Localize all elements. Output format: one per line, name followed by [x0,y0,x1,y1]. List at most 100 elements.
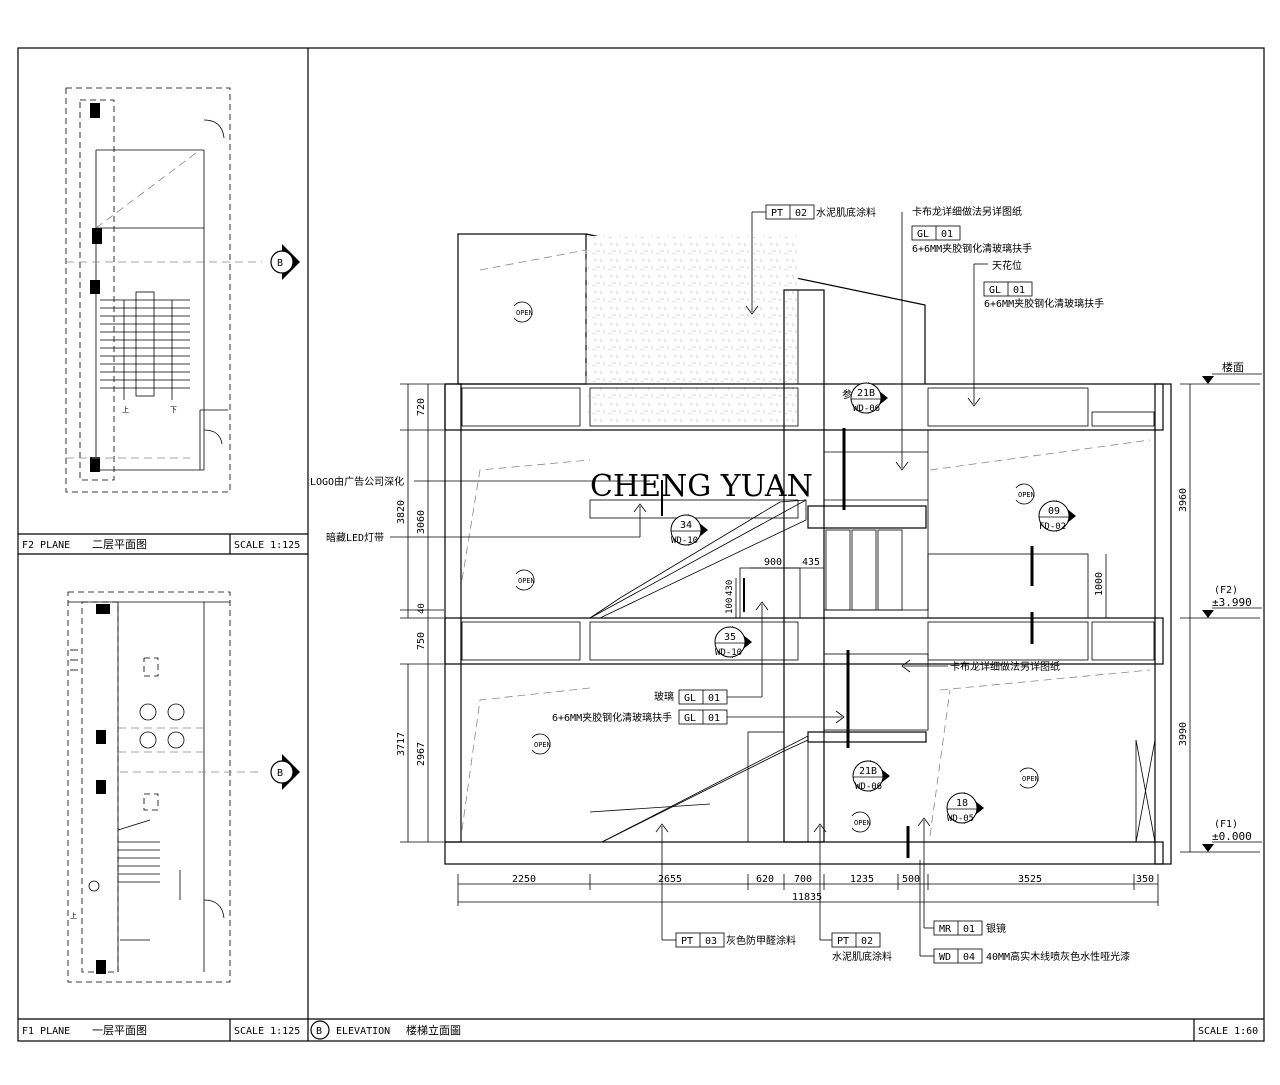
elevation-marker: B [316,1026,322,1037]
open-label: OPEN [518,577,535,585]
elevation-plane-label: ELEVATION [336,1026,390,1037]
dimension-chain-left: 720 3820 3060 40 750 3717 2967 [396,383,444,843]
detail-tag-18: 18 WD-05 [946,792,984,824]
open-label: OPEN [516,309,533,317]
section-marker-f2-label: B [277,258,283,269]
callout-code: PT [681,936,693,947]
dim-100: 100 [725,598,735,614]
f2-plan: 上 下 [65,87,262,493]
level-marker-f2: (F2) ±3.990 [1180,585,1262,619]
logo-note-text: LOGO由广告公司深化 [310,475,404,488]
callout-num: 03 [705,936,717,947]
detail-tag-34: 34 WD-10 [670,514,708,546]
elevation-title: 楼梯立面圖 [406,1023,461,1037]
open-label: OPEN [854,819,871,827]
callout-pt02-top: PT 02 水泥肌底涂料 [745,204,876,315]
callout-code: PT [837,936,849,947]
logo-text: CHENG YUAN [590,469,813,504]
f1-plane-label: F1 PLANE [22,1026,70,1037]
kabulong-top-text: 卡布龙详细做法另详图纸 [912,205,1022,218]
f2-scale: SCALE 1:125 [234,540,300,551]
detail-tag-21b-bottom: 21B WD-06 [852,760,890,792]
callout-desc: 水泥肌底涂料 [832,950,892,963]
level-f2-value: ±3.990 [1212,596,1252,609]
detail-tag-ref: WD-06 [853,404,880,414]
can-label: 参 [842,388,852,401]
dim-430: 430 [725,580,735,596]
detail-tag-ref: WD-10 [671,536,698,546]
level-marker-f1: (F1) ±0.000 [1180,819,1262,853]
callout-num: 01 [963,924,975,935]
dim-v-720: 720 [416,398,427,416]
callout-logo-note: LOGO由广告公司深化 [310,475,650,488]
callout-desc: 6+6MM夹胶钢化清玻璃扶手 [912,242,1032,255]
detail-tag-21b-top: 21B WD-06 [850,382,888,414]
f1-plane-title: 一层平面图 [92,1024,147,1037]
detail-tag-num: 21B [857,388,875,399]
callout-desc: 6+6MM夹胶钢化清玻璃扶手 [552,711,672,724]
callout-glass: 玻璃 GL 01 [654,601,769,705]
dim-h-350: 350 [1136,874,1154,885]
dim-v-3060: 3060 [416,510,427,534]
callout-desc: 灰色防甲醛涂料 [726,934,796,947]
dim-v-750: 750 [416,632,427,650]
detail-tag-num: 35 [724,632,736,643]
f2-plane-title: 二层平面图 [92,538,147,551]
dimension-chain-right: 3960 3990 1000 [1094,384,1191,852]
detail-tag-num: 34 [680,520,692,531]
dim-900: 900 [764,557,782,568]
f2-up-label: 上 [122,405,129,414]
open-swing-marks: OPEN OPEN OPEN OPEN OPEN OPEN [513,301,1039,833]
callout-num: 01 [1013,285,1025,296]
detail-tag-ref: WD-10 [715,648,742,658]
detail-tag-num: 21B [859,766,877,777]
kabulong-mid-text: 卡布龙详细做法另详图纸 [950,660,1060,673]
callout-num: 01 [708,693,720,704]
f2-plane-label: F2 PLANE [22,540,70,551]
sheet-frame [17,47,1265,1042]
dim-v-3717: 3717 [396,732,407,756]
callout-desc: 6+6MM夹胶钢化清玻璃扶手 [984,297,1104,310]
dim-v-1000: 1000 [1094,572,1105,596]
callout-kabulong-top: 卡布龙详细做法另详图纸 [895,205,1022,471]
glass-label: 玻璃 [654,690,674,703]
callout-code: GL [989,285,1001,296]
callout-num: 02 [795,208,807,219]
callout-kabulong-mid: 卡布龙详细做法另详图纸 [901,659,1060,673]
callout-ceiling: 天花位 [967,259,1022,407]
dimension-misc: 900 435 100 430 [725,557,824,618]
level-marker-floor: 楼面 [1180,360,1262,385]
open-label: OPEN [1022,775,1039,783]
callout-num: 01 [941,229,953,240]
callout-code: WD [939,952,951,963]
dim-v-3990: 3990 [1178,722,1189,746]
section-marker-f1-label: B [277,768,283,779]
level-f1-value: ±0.000 [1212,830,1252,843]
f1-scale: SCALE 1:125 [234,1026,300,1037]
section-marker-f1: B [270,754,300,790]
callout-code: MR [939,924,952,935]
detail-tag-ref: FD-02 [1039,522,1066,532]
open-label: OPEN [534,741,551,749]
led-note-text: 暗藏LED灯带 [326,531,384,544]
dim-v-40: 40 [417,603,427,614]
callout-code: GL [684,693,696,704]
callout-led-note: 暗藏LED灯带 [326,503,647,544]
dim-h-2250: 2250 [512,874,536,885]
detail-tag-num: 18 [956,798,968,809]
elevation-drawing [444,233,1172,865]
dim-h-3525: 3525 [1018,874,1042,885]
callout-gl01-d: 6+6MM夹胶钢化清玻璃扶手 GL 01 [552,709,845,725]
dim-435: 435 [802,557,820,568]
callout-gl01-a: GL 01 6+6MM夹胶钢化清玻璃扶手 [911,225,1032,255]
dim-v-3820: 3820 [396,500,407,524]
dim-v-2967: 2967 [416,742,427,766]
dim-h-total: 11835 [792,892,822,903]
callout-num: 02 [861,936,873,947]
ceiling-text: 天花位 [992,259,1022,272]
callout-desc: 水泥肌底涂料 [816,206,876,219]
dim-h-2655: 2655 [658,874,682,885]
detail-tag-35: 35 WD-10 [714,626,752,658]
dim-h-700: 700 [794,874,812,885]
